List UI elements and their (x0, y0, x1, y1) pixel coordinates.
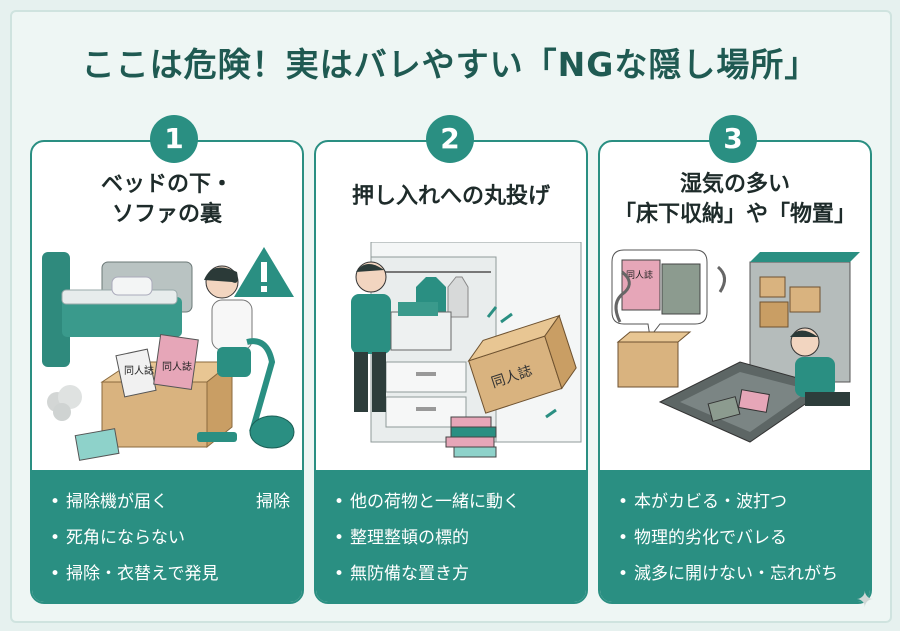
bullet-item: •無防備な置き方 (334, 564, 470, 584)
card-title-line1: ベッドの下・ (100, 172, 233, 197)
card-title-line2: ソファの裏 (111, 202, 222, 227)
bullet-item: •滅多に開けない・忘れがち (618, 564, 839, 584)
card-title-3: 湿気の多い 「床下収納」や「物置」 (600, 170, 870, 230)
step-number-3: 3 (709, 115, 757, 163)
card-title-line1: 押し入れへの丸投げ (351, 184, 550, 209)
overflow-text: 掃除 (256, 492, 290, 512)
step-number-2: 2 (426, 115, 474, 163)
bullet-item: •整理整頓の標的 (334, 528, 470, 548)
sparkle-icon: ✦ (855, 588, 874, 613)
step-number-1: 1 (150, 115, 198, 163)
card-bullets-2: •他の荷物と一緒に動く •整理整頓の標的 •無防備な置き方 (316, 470, 586, 602)
bullet-item: •死角にならない (50, 528, 186, 548)
card-closet: 押し入れへの丸投げ 同人誌 (314, 140, 588, 604)
card-bullets-1: •掃除機が届く •死角にならない •掃除・衣替えで発見 掃除 (32, 470, 302, 602)
illustration-bed-vacuum: 同人誌 同人誌 (42, 247, 295, 461)
card-title-2: 押し入れへの丸投げ (316, 182, 586, 212)
bullet-item: •掃除・衣替えで発見 (50, 564, 219, 584)
page-title: ここは危険！実はバレやすい「NGな隠し場所」 (81, 45, 819, 84)
box-label-2: 同人誌 (162, 360, 192, 373)
bullet-item: •他の荷物と一緒に動く (334, 492, 521, 512)
illustration-underfloor: 同人誌 (611, 249, 860, 443)
card-title-1: ベッドの下・ ソファの裏 (32, 170, 302, 230)
warning-triangle-icon (234, 247, 294, 297)
bullet-item: •本がカビる・波打つ (618, 492, 788, 512)
box-label-1: 同人誌 (124, 364, 154, 377)
card-underfloor: 湿気の多い 「床下収納」や「物置」 同人誌 •本がカビる・波打つ •物理的劣化で… (598, 140, 872, 604)
card-title-line1: 湿気の多い (679, 172, 790, 197)
bullet-item: •物理的劣化でバレる (618, 528, 788, 548)
bullet-item: •掃除機が届く (50, 492, 169, 512)
card-under-bed: ベッドの下・ ソファの裏 同人誌 同人誌 (30, 140, 304, 604)
illustration-closet: 同人誌 (351, 242, 582, 458)
card-bullets-3: •本がカビる・波打つ •物理的劣化でバレる •滅多に開けない・忘れがち (600, 470, 870, 602)
card-title-line2: 「床下収納」や「物置」 (613, 202, 856, 227)
book-label: 同人誌 (626, 269, 653, 281)
